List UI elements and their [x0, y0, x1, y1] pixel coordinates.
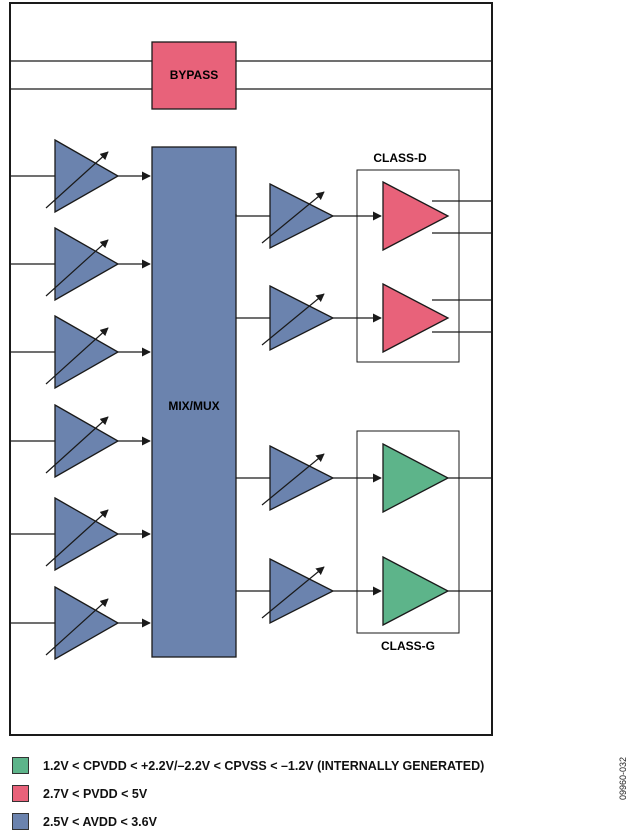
figure-id: 09960-032 — [618, 756, 628, 800]
class-g-label: CLASS-G — [381, 639, 435, 653]
mix-mux-label: MIX/MUX — [168, 399, 219, 413]
mix-mux-block — [151, 146, 237, 658]
legend-label: 1.2V < CPVDD < +2.2V/–2.2V < CPVSS < –1.… — [43, 758, 485, 773]
input-amp-6 — [10, 585, 151, 661]
legend-swatch — [12, 785, 29, 802]
class-g-group — [356, 430, 460, 634]
output-amp-1 — [235, 182, 382, 250]
class-d-amp-2 — [382, 282, 492, 354]
bypass-label: BYPASS — [170, 68, 218, 82]
class-g-amp-2 — [382, 555, 492, 627]
class-d-label: CLASS-D — [373, 151, 427, 165]
legend-swatch — [12, 813, 29, 830]
input-amp-4 — [10, 403, 151, 479]
legend-swatch — [12, 757, 29, 774]
class-g-amp-1 — [382, 442, 492, 514]
output-amp-4 — [236, 557, 382, 625]
bypass-block — [151, 41, 237, 110]
legend-label: 2.7V < PVDD < 5V — [43, 786, 148, 801]
legend-label: 2.5V < AVDD < 3.6V — [43, 814, 157, 829]
legend-item-cpvdd: 1.2V < CPVDD < +2.2V/–2.2V < CPVSS < –1.… — [12, 757, 484, 774]
legend-item-avdd: 2.5V < AVDD < 3.6V — [12, 813, 157, 830]
input-amp-5 — [10, 496, 151, 572]
output-amp-2 — [236, 284, 382, 352]
output-amp-3 — [236, 444, 382, 512]
input-amp-3 — [10, 314, 151, 390]
legend-item-pvdd: 2.7V < PVDD < 5V — [12, 785, 147, 802]
input-amp-2 — [10, 226, 151, 302]
class-d-group — [356, 169, 460, 363]
class-d-amp-1 — [382, 180, 492, 252]
input-amp-1 — [10, 138, 151, 214]
chip-boundary — [9, 2, 493, 736]
